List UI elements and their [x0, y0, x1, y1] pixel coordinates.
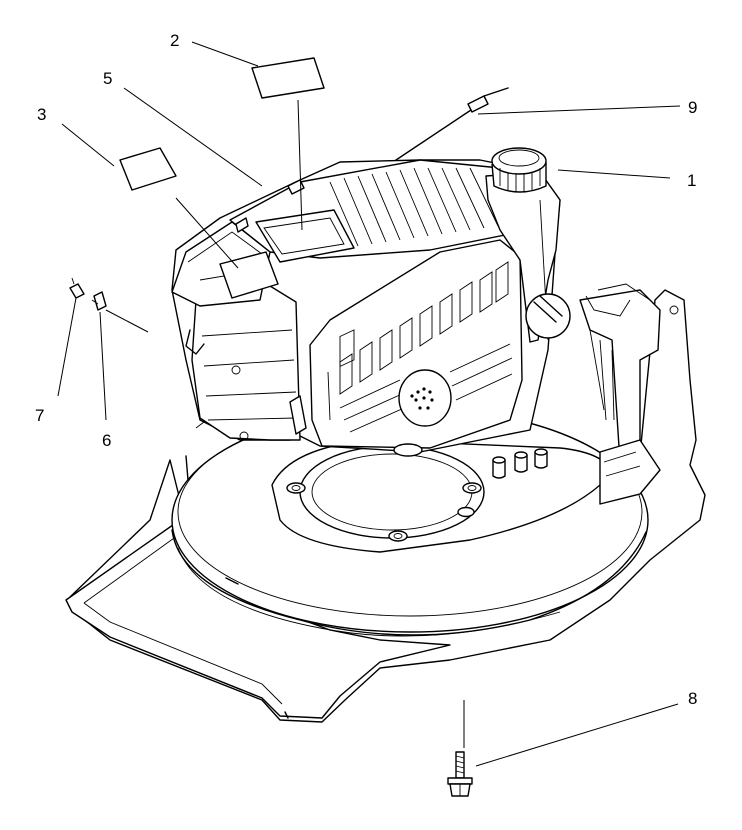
callout-6: 6 — [102, 431, 112, 450]
callout-2: 2 — [170, 31, 180, 50]
decal-3 — [119, 147, 177, 191]
oil-fill-knob — [525, 293, 571, 339]
callout-7: 7 — [35, 406, 45, 425]
shroud-slots — [327, 261, 513, 433]
spark-plug-7 — [69, 277, 85, 299]
callout-5: 5 — [103, 69, 113, 88]
mower-deck — [65, 283, 706, 723]
fuel-cap — [491, 147, 547, 193]
engine — [171, 87, 571, 457]
leader-lines — [57, 41, 681, 767]
cooling-fins — [329, 167, 499, 247]
callout-3: 3 — [37, 105, 47, 124]
callout-9: 9 — [688, 98, 698, 117]
deck-bosses — [492, 448, 548, 479]
callout-1: 1 — [687, 171, 697, 190]
clip-6 — [91, 291, 107, 311]
callout-8: 8 — [688, 689, 698, 708]
starter-vent-holes — [410, 387, 434, 410]
decal-2 — [251, 57, 325, 99]
bolt-8 — [447, 751, 473, 797]
